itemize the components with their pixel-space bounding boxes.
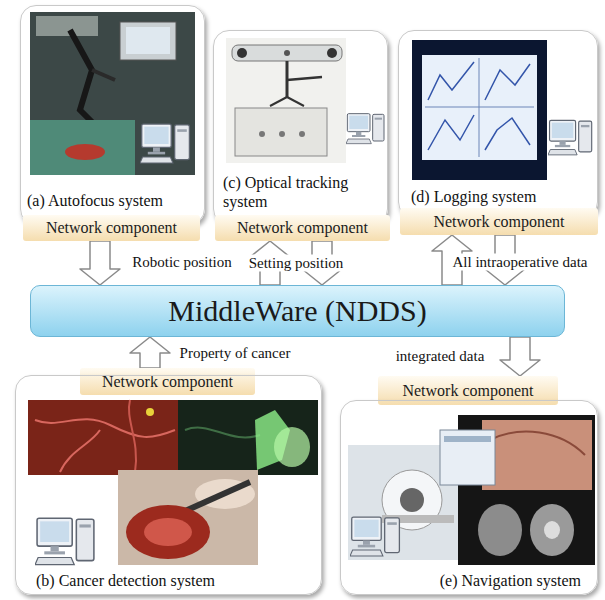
logging-screen-part	[422, 55, 537, 160]
system-panel: (e) Navigation system	[340, 400, 598, 595]
system-panel: (d) Logging system	[398, 30, 598, 218]
panel-caption: (a) Autofocus system	[27, 192, 163, 210]
autofocus-photo-part	[92, 70, 115, 80]
logging-screen-part	[425, 107, 534, 108]
cancer-detection-photos	[28, 400, 318, 565]
middleware-band: MiddleWare (NDDS)	[30, 285, 565, 337]
edge-label: Property of cancer	[177, 345, 294, 362]
computer-icon	[35, 518, 94, 565]
optical-tracker-photo-part	[299, 131, 305, 137]
system-panel: (b) Cancer detection system	[15, 375, 322, 595]
network-component: Network component	[215, 215, 390, 241]
autofocus-photo-part	[70, 30, 102, 132]
edge-label: Robotic position	[129, 254, 235, 271]
autofocus-photo-part	[65, 144, 105, 160]
autofocus-photo-part	[120, 22, 176, 60]
autofocus-photo-part	[30, 12, 195, 175]
block-arrow	[302, 241, 342, 285]
computer-icon	[350, 517, 399, 556]
computer-icon	[346, 114, 384, 144]
cancer-detection-photos-part	[126, 505, 210, 559]
network-component: Network component	[80, 368, 255, 395]
component-label: Network component	[433, 213, 564, 231]
block-arrow	[500, 337, 540, 376]
cancer-detection-photos-part	[146, 408, 154, 416]
optical-tracker-photo-part	[284, 50, 290, 56]
navigation-photos-part	[482, 420, 592, 490]
component-label: Network component	[402, 382, 533, 400]
optical-tracker-photo-part	[279, 131, 285, 137]
autofocus-photo-part	[30, 120, 135, 175]
navigation-photos-part	[444, 436, 491, 442]
computer-icon	[140, 124, 189, 163]
optical-tracker-photo-part	[232, 45, 342, 61]
block-arrow	[432, 235, 472, 285]
navigation-photos	[348, 415, 595, 565]
logging-screen-part	[485, 118, 530, 150]
system-panel: (a) Autofocus system	[20, 5, 205, 225]
logging-screen	[412, 40, 547, 180]
logging-screen-part	[412, 40, 547, 180]
navigation-photos-part	[490, 432, 585, 455]
block-arrow	[485, 235, 525, 285]
network-component: Network component	[23, 215, 200, 241]
edge-label: All intraoperative data	[450, 254, 591, 271]
component-label: Network component	[46, 219, 177, 237]
optical-tracker-photo-part	[259, 131, 265, 137]
cancer-detection-photos-part	[129, 400, 136, 472]
optical-tracker-photo-part	[327, 48, 337, 58]
panel-caption: (e) Navigation system	[440, 572, 581, 590]
block-arrow	[250, 241, 290, 285]
optical-tracker-photo-part	[270, 97, 287, 106]
block-arrow	[80, 241, 120, 285]
cancer-detection-photos-part	[178, 400, 318, 475]
panel-caption: (d) Logging system	[411, 188, 536, 206]
system-panel: (c) Optical tracking system	[213, 30, 388, 225]
cancer-detection-photos-part	[60, 430, 100, 472]
cancer-detection-photos-part	[185, 428, 260, 438]
optical-tracker-photo-part	[235, 108, 327, 156]
edge-label: Setting position	[246, 255, 347, 272]
cancer-detection-photos-part	[118, 470, 258, 565]
autofocus-photo	[30, 12, 195, 175]
logging-screen-part	[428, 115, 474, 150]
autofocus-photo-part	[36, 16, 98, 36]
cancer-detection-photos-part	[144, 518, 192, 546]
optical-tracker-photo	[226, 38, 346, 163]
logging-screen-part	[485, 64, 530, 100]
navigation-photos-part	[544, 521, 560, 539]
logging-screen-part	[428, 62, 474, 100]
cancer-detection-photos-part	[35, 419, 175, 437]
network-component: Network component	[400, 208, 598, 235]
optical-tracker-photo-part	[287, 77, 322, 80]
navigation-photos-part	[478, 504, 522, 556]
navigation-photos-part	[400, 488, 424, 512]
autofocus-photo-part	[126, 27, 170, 54]
optical-tracker-photo-part	[226, 38, 346, 163]
middleware-title: MiddleWare (NDDS)	[168, 294, 426, 328]
navigation-photos-part	[440, 430, 495, 485]
cancer-detection-photos-part	[274, 427, 310, 467]
optical-tracker-photo-part	[237, 48, 247, 58]
component-label: Network component	[237, 219, 368, 237]
cancer-detection-photos-part	[28, 400, 178, 475]
panel-caption: (c) Optical tracking system	[223, 174, 358, 211]
edge-label: integrated data	[393, 348, 488, 365]
optical-tracker-photo-part	[287, 97, 304, 106]
panel-caption: (b) Cancer detection system	[36, 572, 215, 590]
navigation-photos-part	[530, 504, 574, 556]
block-arrow	[130, 337, 170, 368]
computer-icon	[548, 120, 592, 155]
